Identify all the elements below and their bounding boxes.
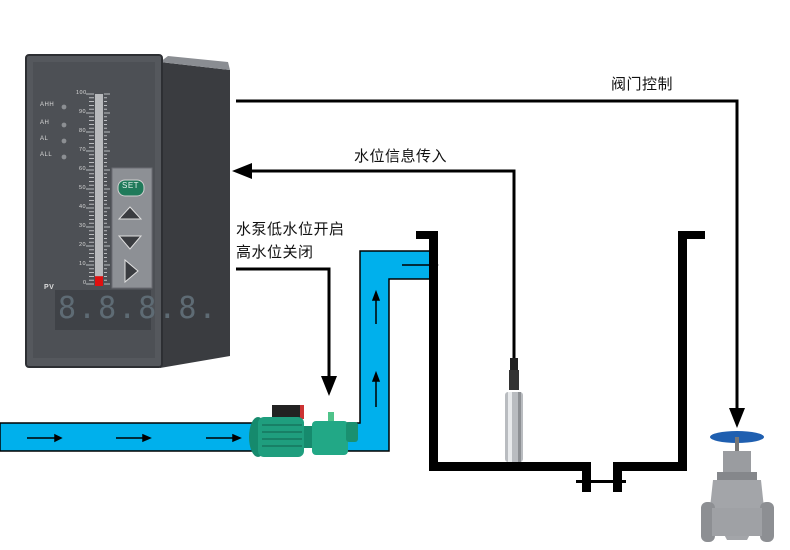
scale-tick-label: 100 [76,90,87,96]
bargraph-ticks [86,93,110,285]
level-input-label: 水位信息传入 [354,147,448,165]
scale-tick-label: 60 [79,166,87,172]
scale-tick-label: 40 [79,204,87,210]
pump-control-line [236,267,337,396]
arrow-down-icon [321,376,337,396]
bargraph-fill [95,276,103,286]
pump-rule-label-1: 水泵低水位开启 [236,220,345,238]
alarm-label-all: ALL [40,152,53,158]
valve-control-label: 阀门控制 [611,75,674,93]
valve-control-line [236,99,745,428]
level-input-line [232,163,516,358]
water-tank [416,231,705,492]
down-arrow-button[interactable] [117,235,143,250]
up-arrow-button[interactable] [117,206,143,220]
set-button[interactable] [117,179,145,197]
scale-tick-label: 0 [83,280,87,286]
arrow-left-icon [232,163,252,179]
gate-valve [701,431,774,542]
scale-tick-label: 80 [79,128,87,134]
scale-tick-label: 90 [79,109,87,115]
scale-tick-label: 70 [79,147,87,153]
water-pump [249,405,358,457]
pv-label: PV [44,284,55,291]
scale-tick-label: 30 [79,223,87,229]
alarm-label-al: AL [40,136,49,142]
alarm-leds [61,104,67,160]
scale-tick-label: 10 [79,261,87,267]
level-controller [25,54,230,368]
set-button-label[interactable]: SET [122,181,140,190]
pv-value: 8.8.8.8. [58,291,219,326]
bargraph-track [95,94,103,286]
pv-display [55,290,151,330]
alarm-label-ah: AH [40,120,50,126]
level-sensor [505,358,523,462]
right-arrow-button[interactable] [124,258,139,284]
arrow-down-icon [729,408,745,428]
pump-rule-label-2: 高水位关闭 [236,243,314,261]
alarm-label-ahh: AHH [40,102,55,108]
scale-tick-label: 50 [79,185,87,191]
scale-tick-label: 20 [79,242,87,248]
